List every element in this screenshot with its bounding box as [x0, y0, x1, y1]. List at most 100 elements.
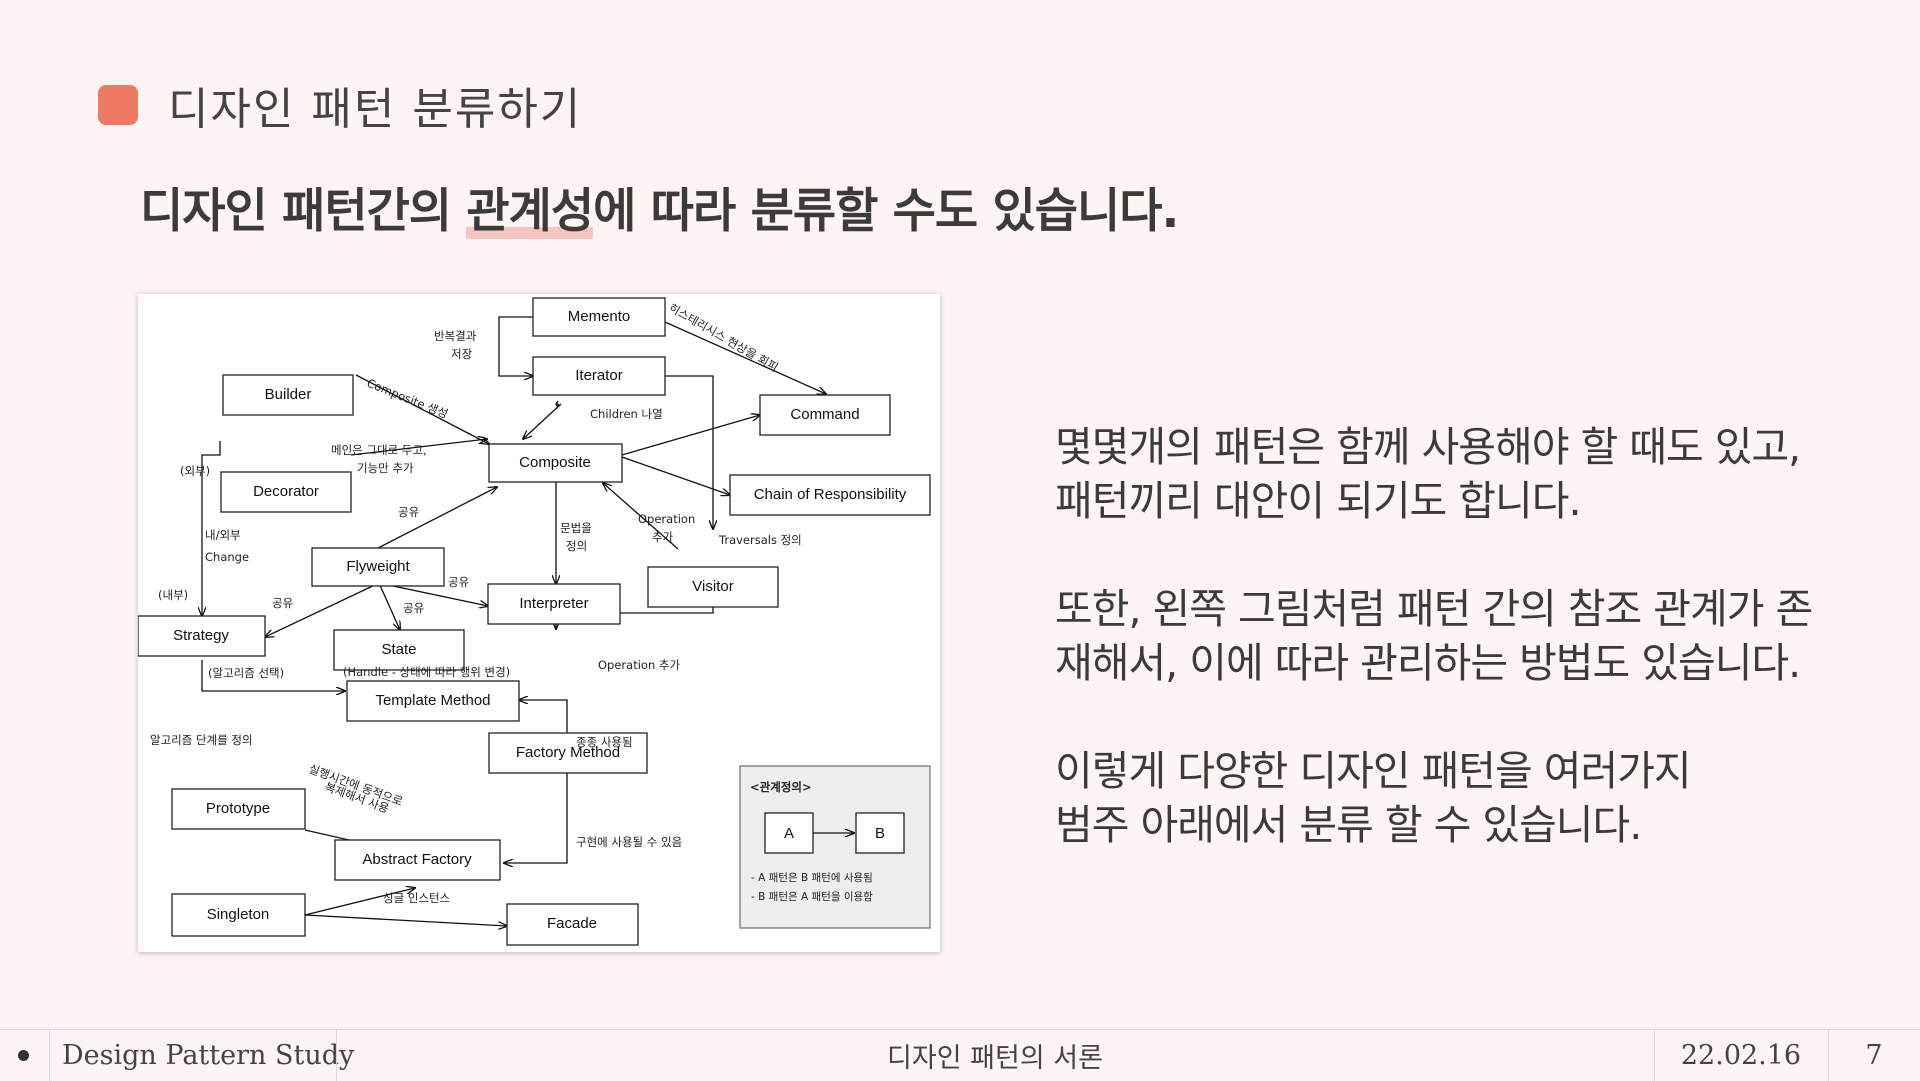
svg-text:Traversals 정의: Traversals 정의 — [718, 533, 802, 547]
node-memento: Memento — [532, 297, 666, 337]
svg-text:Decorator: Decorator — [253, 483, 319, 500]
svg-text:알고리즘 단계를 정의: 알고리즘 단계를 정의 — [150, 733, 253, 747]
node-singleton: Singleton — [171, 893, 306, 937]
edge-memento-command — [664, 321, 826, 394]
svg-text:Builder: Builder — [265, 386, 312, 403]
svg-text:Visitor: Visitor — [692, 578, 733, 595]
svg-text:공유: 공유 — [398, 505, 419, 519]
edge-strategy-template — [201, 660, 345, 691]
svg-text:<관계정의>: <관계정의> — [750, 780, 812, 794]
node-interpreter: Interpreter — [487, 583, 621, 625]
edge-builder-composite — [355, 374, 489, 444]
slide-title: 디자인 패턴 분류하기 — [168, 84, 583, 135]
svg-text:Prototype: Prototype — [206, 800, 270, 817]
svg-text:Operation 추가: Operation 추가 — [598, 658, 680, 672]
subtitle-before: 디자인 패턴간의 — [140, 184, 467, 239]
node-chain: Chain of Responsibility — [729, 474, 931, 516]
node-iterator: Iterator — [532, 356, 666, 396]
svg-text:(외부): (외부) — [180, 464, 210, 478]
svg-text:Factory Method: Factory Method — [516, 744, 620, 761]
node-prototype: Prototype — [171, 788, 306, 830]
body-paragraph-1: 몇몇개의 패턴은 함께 사용해야 할 때도 있고,패턴끼리 대안이 되기도 합니… — [1055, 420, 1895, 528]
svg-text:Command: Command — [790, 406, 859, 423]
svg-text:(Handle - 상태에 따라 행위 변경): (Handle - 상태에 따라 행위 변경) — [343, 665, 510, 679]
node-command: Command — [759, 394, 891, 436]
body-line: 이렇게 다양한 디자인 패턴을 여러가지 — [1055, 747, 1692, 795]
node-composite: Composite — [488, 443, 623, 483]
svg-text:공유: 공유 — [403, 601, 424, 615]
svg-text:저장: 저장 — [451, 347, 473, 361]
svg-text:Strategy: Strategy — [173, 627, 229, 644]
node-facade: Facade — [506, 903, 639, 946]
footer-section-title: 디자인 패턴의 서론 — [887, 1043, 1103, 1074]
svg-text:(알고리즘 선택): (알고리즘 선택) — [208, 666, 284, 680]
title-accent-square — [98, 85, 138, 125]
edge-iterator-visitor — [665, 375, 713, 529]
svg-text:Flyweight: Flyweight — [346, 558, 410, 575]
svg-text:종종 사용됨: 종종 사용됨 — [576, 735, 633, 749]
diagram-svg: Memento Iterator Builder Command Composi… — [138, 297, 931, 946]
node-template-method: Template Method — [346, 680, 520, 722]
body-line: 몇몇개의 패턴은 함께 사용해야 할 때도 있고, — [1055, 423, 1801, 471]
svg-text:Abstract Factory: Abstract Factory — [362, 851, 472, 868]
node-strategy: Strategy — [138, 615, 266, 657]
svg-text:Facade: Facade — [547, 915, 597, 932]
body-line: 범주 아래에서 분류 할 수 있습니다. — [1055, 801, 1642, 849]
node-state: State — [333, 629, 465, 671]
svg-text:내/외부: 내/외부 — [205, 528, 241, 542]
node-visitor: Visitor — [647, 566, 779, 608]
edge-singleton-facade — [304, 914, 507, 926]
slide-header: 디자인 패턴 분류하기 — [98, 80, 582, 135]
svg-text:메인은 그대로 두고,: 메인은 그대로 두고, — [331, 443, 427, 457]
body-line: 또한, 왼쪽 그림처럼 패턴 간의 참조 관계가 존 — [1055, 585, 1813, 633]
svg-text:반복결과: 반복결과 — [434, 329, 477, 343]
svg-text:Singleton: Singleton — [207, 906, 270, 923]
footer-date: 22.02.16 — [1680, 1040, 1802, 1071]
edge-composite-chain — [621, 456, 730, 495]
svg-text:기능만 추가: 기능만 추가 — [357, 461, 414, 475]
node-builder: Builder — [222, 374, 354, 416]
svg-text:구현에 사용될 수 있음: 구현에 사용될 수 있음 — [576, 835, 682, 849]
edge-flyweight-strategy — [265, 582, 380, 637]
body-text: 몇몇개의 패턴은 함께 사용해야 할 때도 있고,패턴끼리 대안이 되기도 합니… — [1055, 420, 1895, 906]
subtitle-highlight: 관계성 — [466, 184, 594, 239]
svg-text:정의: 정의 — [566, 539, 587, 553]
svg-text:Iterator: Iterator — [575, 367, 623, 384]
edge-decorator-composite — [350, 439, 487, 456]
node-flyweight: Flyweight — [311, 547, 445, 587]
svg-text:싱글 인스턴스: 싱글 인스턴스 — [383, 891, 450, 905]
node-factory-method: Factory Method — [488, 732, 648, 774]
edge-flyweight-interpreter — [378, 582, 488, 606]
edge-decorator-strategy — [202, 441, 221, 616]
svg-text:문법을: 문법을 — [560, 521, 592, 535]
svg-text:공유: 공유 — [448, 575, 469, 589]
edge-factory-template — [519, 700, 568, 733]
edge-composite-command — [621, 415, 760, 456]
slide-subtitle: 디자인 패턴간의 관계성에 따라 분류할 수도 있습니다. — [140, 172, 1179, 241]
svg-text:Chain of Responsibility: Chain of Responsibility — [754, 486, 907, 503]
svg-text:히스테리시스 현상을 회피: 히스테리시스 현상을 회피 — [667, 300, 781, 374]
edge-iterator-composite — [523, 400, 562, 439]
svg-text:A: A — [784, 825, 794, 842]
footer-page-number: 7 — [1865, 1040, 1883, 1071]
edge-flyweight-composite — [377, 487, 497, 549]
edge-memento-iterator — [498, 316, 533, 376]
diagram-legend: <관계정의> A B - A 패턴은 B 패턴에 사용됨 - B 패턴은 A 패… — [739, 765, 931, 929]
svg-text:State: State — [381, 641, 416, 658]
svg-text:Composite 생성: Composite 생성 — [365, 376, 450, 421]
svg-text:공유: 공유 — [272, 596, 293, 610]
svg-text:Change: Change — [205, 550, 249, 564]
footer-study-name: Design Pattern Study — [62, 1040, 355, 1071]
svg-text:- A 패턴은 B 패턴에 사용됨: - A 패턴은 B 패턴에 사용됨 — [751, 872, 873, 884]
node-decorator: Decorator — [220, 471, 352, 513]
edge-visitor-composite — [603, 483, 679, 550]
svg-text:Children 나열: Children 나열 — [590, 407, 663, 421]
svg-text:Composite: Composite — [519, 454, 591, 471]
svg-text:B: B — [875, 825, 885, 842]
svg-text:추가: 추가 — [652, 530, 674, 544]
edge-factory-abstract — [504, 771, 568, 863]
svg-text:Memento: Memento — [568, 308, 631, 325]
svg-text:- B 패턴은 A 패턴을 이용함: - B 패턴은 A 패턴을 이용함 — [751, 891, 873, 903]
